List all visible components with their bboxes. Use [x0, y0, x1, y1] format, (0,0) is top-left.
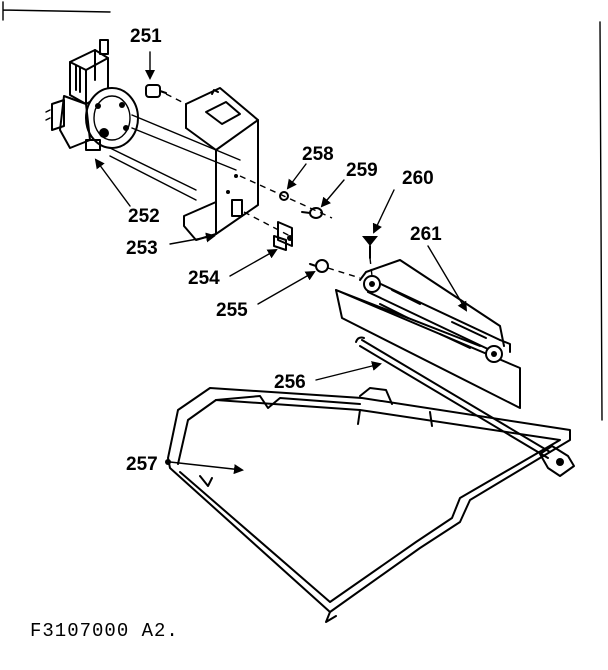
scan-edge-mark	[2, 1, 111, 21]
motor-assembly	[45, 39, 139, 151]
callout-256: 256	[274, 372, 306, 393]
rod-256	[355, 336, 575, 477]
heater-element-261	[335, 259, 521, 409]
screw-251	[145, 84, 187, 105]
clip-254	[273, 221, 293, 251]
callout-253: 253	[126, 238, 158, 259]
callout-257: 257	[126, 454, 158, 475]
callout-260: 260	[402, 168, 434, 189]
assembly-line-255	[327, 267, 361, 279]
scan-edge-mark-right	[599, 21, 603, 421]
callout-251: 251	[130, 26, 162, 47]
screw-255	[309, 259, 329, 273]
leader-254	[229, 249, 278, 277]
assembly-line-258-259	[239, 175, 333, 219]
drive-rod	[109, 147, 197, 201]
callout-252: 252	[128, 206, 160, 227]
drive-shaft	[131, 114, 241, 171]
callout-258: 258	[302, 144, 334, 165]
leader-252	[94, 158, 131, 207]
leader-259	[320, 179, 345, 208]
callout-254: 254	[188, 268, 220, 289]
leader-255	[257, 271, 316, 305]
assembly-line-254	[243, 211, 291, 237]
leader-258	[286, 163, 307, 190]
leader-253	[169, 232, 216, 245]
callout-259: 259	[346, 160, 378, 181]
screw-260	[362, 236, 378, 259]
figure-code: F3107000 A2.	[30, 620, 179, 642]
leader-260	[372, 189, 395, 234]
leader-257	[169, 461, 244, 475]
wire-rack-257	[165, 387, 571, 623]
callout-255: 255	[216, 300, 248, 321]
callout-261: 261	[410, 224, 442, 245]
leader-256	[315, 361, 382, 381]
leader-261	[427, 245, 468, 312]
assembly-line-260	[369, 257, 373, 277]
